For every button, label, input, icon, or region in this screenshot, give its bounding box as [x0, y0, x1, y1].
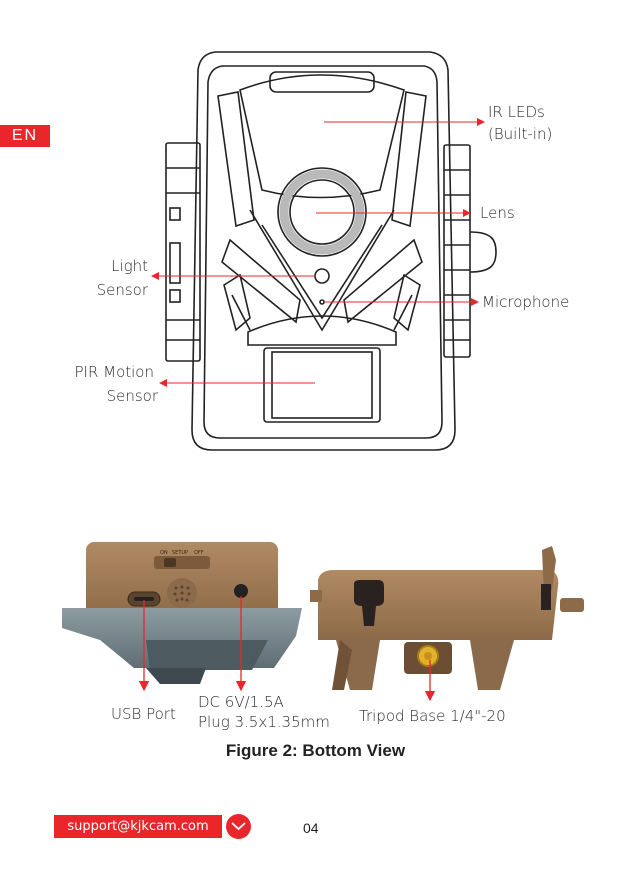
microphone-label: Microphone — [482, 290, 569, 314]
ir-leds-label: IR LEDs — [488, 100, 545, 124]
switch-on-label: ON — [160, 550, 168, 556]
switch-off-label: OFF — [194, 550, 204, 556]
support-email[interactable]: support@kjkcam.com — [54, 815, 222, 838]
pir-motion-sublabel: Sensor — [40, 384, 158, 408]
figure-caption: Figure 2: Bottom View — [0, 741, 631, 761]
tripod-base-label: Tripod Base 1/4"-20 — [359, 704, 506, 728]
lens-label: Lens — [480, 201, 515, 225]
bottom-view-right — [310, 546, 584, 690]
dc-plug-label: Plug 3.5x1.35mm — [198, 710, 330, 734]
page-number: 04 — [303, 820, 319, 836]
switch-setup-label: SETUP — [172, 550, 188, 556]
light-sensor-label: Light — [60, 254, 148, 278]
ir-leds-sublabel: (Built-in) — [488, 122, 552, 146]
usb-port-label: USB Port — [111, 702, 176, 726]
front-view-drawing — [166, 52, 496, 450]
mail-icon — [226, 814, 251, 839]
light-sensor-sublabel: Sensor — [60, 278, 148, 302]
bottom-view-left: ON SETUP OFF — [62, 542, 302, 684]
pir-motion-label: PIR Motion — [40, 360, 154, 384]
